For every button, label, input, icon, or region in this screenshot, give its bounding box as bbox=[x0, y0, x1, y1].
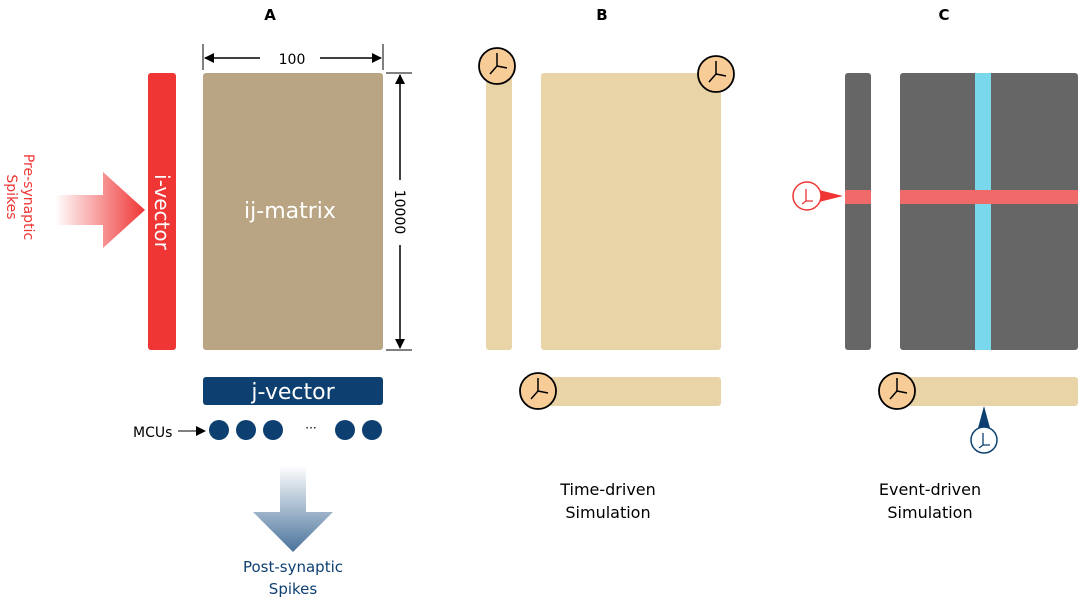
panel-c: Event-driven Simulation bbox=[792, 73, 1078, 522]
b-j-vector-bar bbox=[541, 377, 721, 406]
height-dimension-label: 10000 bbox=[391, 190, 407, 235]
j-vector-label: j-vector bbox=[250, 380, 335, 405]
mcu-dot-1 bbox=[209, 420, 229, 440]
b-caption: Time-driven bbox=[559, 480, 656, 499]
clock-icon bbox=[878, 372, 916, 410]
post-synaptic-label-2: Spikes bbox=[269, 580, 318, 598]
mcu-dot-3 bbox=[263, 420, 283, 440]
b-matrix bbox=[541, 73, 721, 350]
clock-icon bbox=[519, 372, 557, 410]
pre-synaptic-label: Pre-synaptic bbox=[20, 154, 36, 240]
c-active-row-vector bbox=[845, 190, 871, 204]
panel-a: Pre-synaptic Spikes i-vector ij-matrix 1… bbox=[3, 44, 412, 598]
mcu-dot-5 bbox=[362, 420, 382, 440]
width-dimension-label: 100 bbox=[279, 52, 306, 68]
c-active-column bbox=[975, 73, 991, 350]
mcu-dot-2 bbox=[236, 420, 256, 440]
clock-icon bbox=[697, 55, 735, 93]
c-j-vector-bar bbox=[900, 377, 1078, 406]
spike-icon bbox=[792, 181, 843, 211]
i-vector-bar bbox=[148, 73, 176, 350]
post-synaptic-arrow-icon bbox=[253, 466, 333, 552]
mcu-dot-4 bbox=[335, 420, 355, 440]
c-active-row-matrix bbox=[900, 190, 1078, 204]
ij-matrix bbox=[203, 73, 383, 350]
pre-synaptic-label-2: Spikes bbox=[3, 174, 19, 219]
pre-synaptic-arrow-icon bbox=[55, 172, 145, 248]
c-caption: Event-driven bbox=[879, 480, 981, 499]
mcus-ellipsis: ··· bbox=[305, 421, 316, 435]
spike-icon bbox=[970, 406, 998, 454]
c-i-vector-bar bbox=[845, 73, 871, 350]
panel-b: Time-driven Simulation bbox=[478, 47, 735, 522]
b-i-vector-bar bbox=[486, 73, 512, 350]
ij-matrix-label: ij-matrix bbox=[244, 199, 336, 224]
panel-a-letter: A bbox=[264, 6, 276, 24]
mcus-label: MCUs bbox=[133, 425, 172, 441]
panel-c-letter: C bbox=[938, 6, 949, 24]
c-caption-2: Simulation bbox=[887, 503, 972, 522]
i-vector-label: i-vector bbox=[150, 174, 174, 250]
post-synaptic-label: Post-synaptic bbox=[243, 558, 343, 576]
j-vector-bar bbox=[203, 377, 383, 405]
b-caption-2: Simulation bbox=[565, 503, 650, 522]
panel-b-letter: B bbox=[596, 6, 607, 24]
clock-icon bbox=[478, 47, 516, 85]
